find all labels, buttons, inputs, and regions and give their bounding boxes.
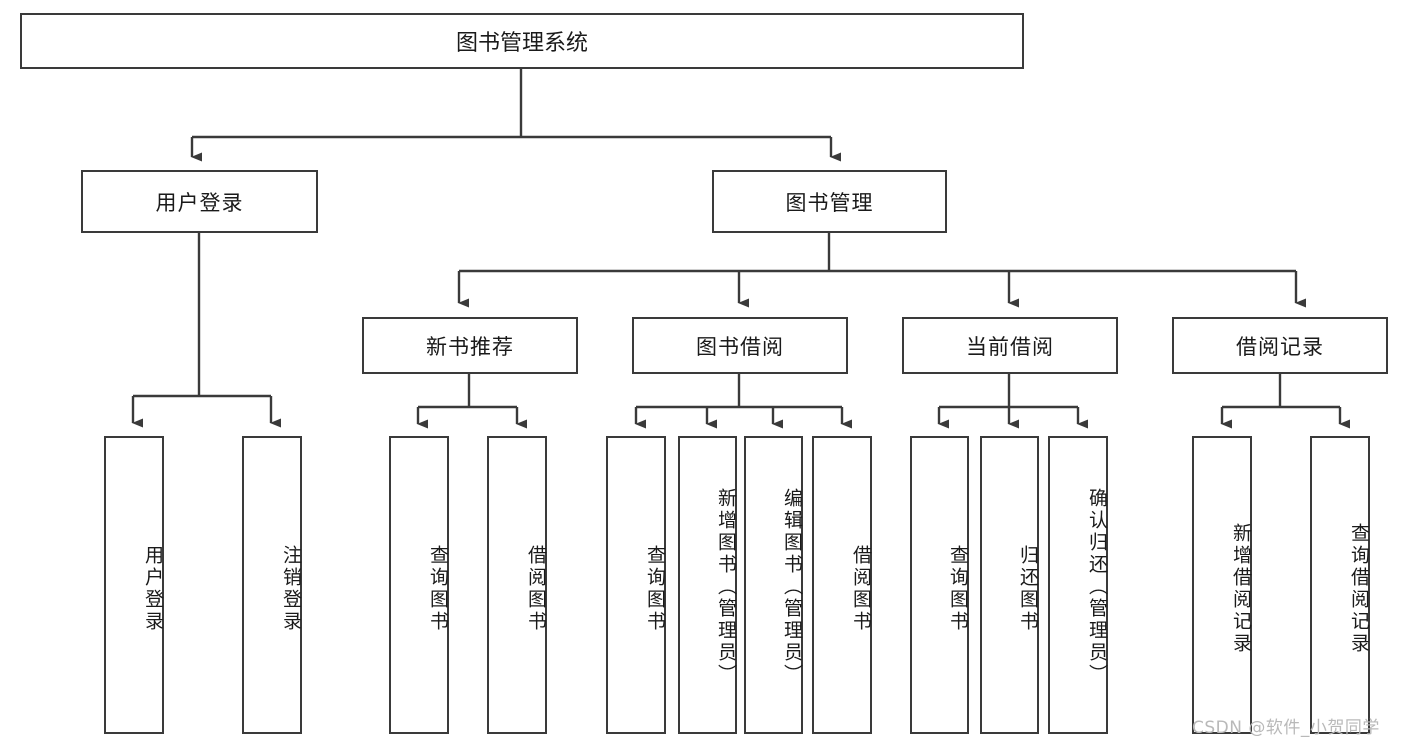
node-label: 编辑图书（管理员） [781, 488, 803, 686]
leaf-book-borrow-borrow-book[interactable]: 借阅图书 [812, 436, 872, 734]
node-label: 图书管理 [785, 190, 874, 215]
node-root-book-management-system[interactable]: 图书管理系统 [20, 13, 1024, 69]
node-label: 图书管理系统 [455, 31, 588, 56]
node-label: 借阅记录 [1236, 334, 1324, 359]
node-label: 新增图书（管理员） [715, 488, 737, 686]
node-book-borrow[interactable]: 图书借阅 [632, 317, 848, 374]
node-new-book-recommend[interactable]: 新书推荐 [362, 317, 578, 374]
leaf-book-borrow-query-book[interactable]: 查询图书 [606, 436, 666, 734]
node-label: 用户登录 [142, 545, 164, 633]
node-label: 查询图书 [644, 545, 666, 633]
node-label: 注销登录 [280, 545, 302, 633]
leaf-user-login-login[interactable]: 用户登录 [104, 436, 164, 734]
node-label: 借阅图书 [850, 545, 872, 633]
node-borrow-record[interactable]: 借阅记录 [1172, 317, 1388, 374]
leaf-current-borrow-return-book[interactable]: 归还图书 [980, 436, 1039, 734]
leaf-current-borrow-query-book[interactable]: 查询图书 [910, 436, 969, 734]
node-user-login[interactable]: 用户登录 [81, 170, 318, 233]
node-label: 借阅图书 [525, 545, 547, 633]
node-label: 用户登录 [155, 190, 244, 215]
leaf-borrow-record-query-record[interactable]: 查询借阅记录 [1310, 436, 1370, 734]
leaf-borrow-record-add-record[interactable]: 新增借阅记录 [1192, 436, 1252, 734]
leaf-current-borrow-confirm-return-admin[interactable]: 确认归还（管理员） [1048, 436, 1108, 734]
node-book-management[interactable]: 图书管理 [712, 170, 947, 233]
node-label: 查询图书 [427, 545, 449, 633]
node-label: 当前借阅 [966, 334, 1054, 359]
node-current-borrow[interactable]: 当前借阅 [902, 317, 1118, 374]
node-label: 图书借阅 [696, 334, 784, 359]
node-label: 确认归还（管理员） [1086, 488, 1108, 686]
node-label: 查询图书 [947, 545, 969, 633]
leaf-book-borrow-add-book-admin[interactable]: 新增图书（管理员） [678, 436, 737, 734]
watermark: CSDN @软件_小贺同学 [1192, 718, 1380, 738]
leaf-book-borrow-edit-book-admin[interactable]: 编辑图书（管理员） [744, 436, 803, 734]
node-label: 新书推荐 [426, 334, 514, 359]
node-label: 查询借阅记录 [1348, 523, 1370, 655]
leaf-user-login-logout[interactable]: 注销登录 [242, 436, 302, 734]
leaf-new-book-query-book[interactable]: 查询图书 [389, 436, 449, 734]
leaf-new-book-borrow-book[interactable]: 借阅图书 [487, 436, 547, 734]
node-label: 新增借阅记录 [1230, 523, 1252, 655]
node-label: 归还图书 [1017, 545, 1039, 633]
